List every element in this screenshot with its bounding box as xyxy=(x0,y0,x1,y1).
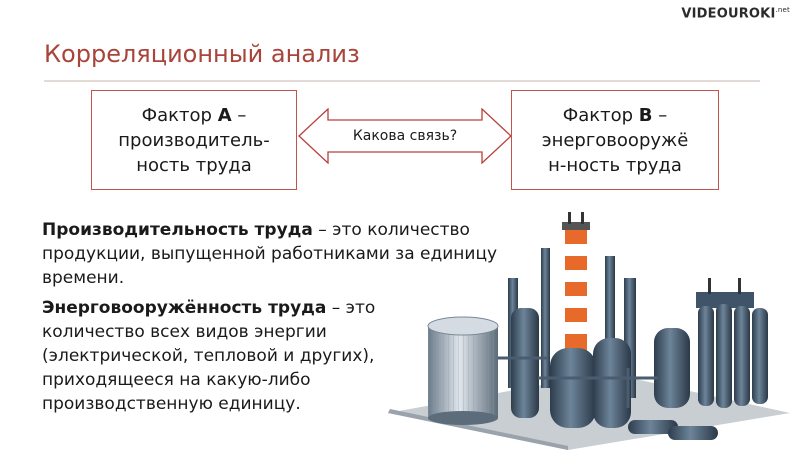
videouroki-logo: VIDEOUROKI.net xyxy=(681,6,790,22)
double-arrow: Какова связь? xyxy=(298,107,512,165)
factor-a-line2: производитель- xyxy=(118,129,270,151)
factor-a-line3: ность труда xyxy=(136,154,252,176)
definition1-term: Производительность труда xyxy=(42,220,313,240)
factor-b-line3: н-ность труда xyxy=(548,154,682,176)
definition2-text: – это количество всех видов энергии (эле… xyxy=(42,298,376,414)
definition1-text: – это количество продукции, выпущенной р… xyxy=(42,220,498,288)
title-divider xyxy=(44,80,760,82)
industrial-plant-illustration xyxy=(388,212,790,450)
slide-title: Корреляционный анализ xyxy=(44,40,360,68)
definition-labor-productivity: Производительность труда – это количеств… xyxy=(42,218,562,290)
storage-tank xyxy=(427,316,499,425)
factor-b-line2: энерговооружё xyxy=(541,129,689,151)
factor-b-box: Фактор В – энерговооружё н-ность труда xyxy=(511,90,719,190)
factor-a-box: Фактор А – производитель- ность труда xyxy=(91,90,297,190)
factor-a-text: Фактор А – производитель- ность труда xyxy=(118,103,269,178)
definition2-term: Энерговооружённость труда xyxy=(42,298,327,318)
definition-energy-ratio: Энерговооружённость труда – это количест… xyxy=(42,296,402,416)
factor-b-heading: Фактор В – xyxy=(562,104,668,126)
connection-question: Какова связь? xyxy=(352,128,458,144)
factor-a-letter: А xyxy=(217,104,232,126)
factor-a-heading: Фактор А – xyxy=(141,104,247,126)
tower-cluster xyxy=(696,278,768,408)
factor-b-text: Фактор В – энерговооружё н-ность труда xyxy=(542,103,689,178)
striped-chimney xyxy=(562,212,590,378)
factor-b-letter: В xyxy=(638,104,653,126)
